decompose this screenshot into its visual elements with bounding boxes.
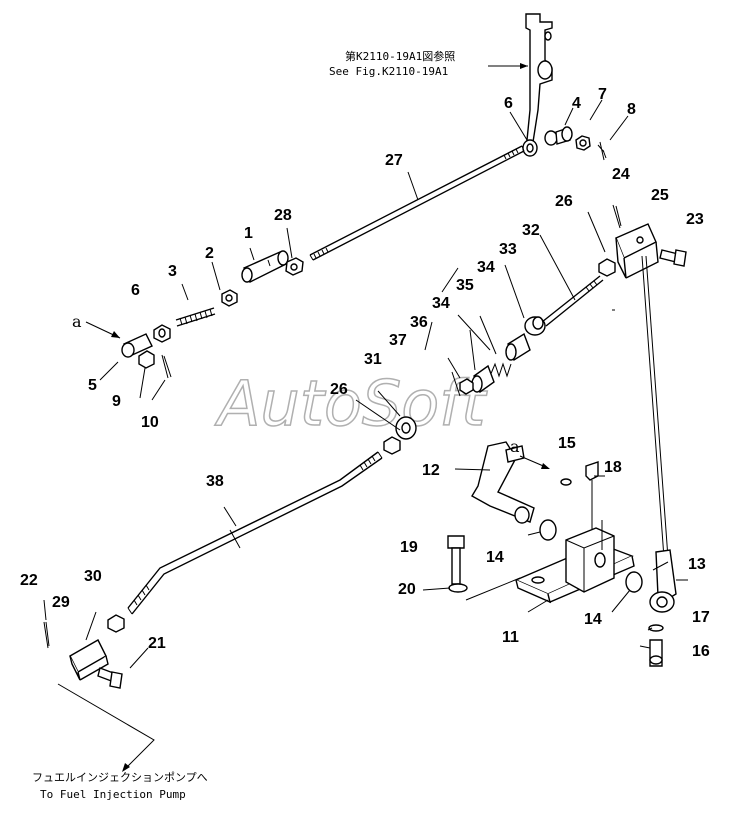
clip-15 bbox=[560, 478, 572, 486]
part-label-23: 23 bbox=[686, 211, 704, 228]
part-label-12: 12 bbox=[422, 462, 440, 479]
part-label-35: 35 bbox=[456, 277, 474, 294]
part-label-13: 13 bbox=[688, 556, 706, 573]
upper-lever-reference-part bbox=[525, 13, 553, 143]
clevis-29 bbox=[69, 639, 109, 681]
nut-26-upper bbox=[598, 258, 616, 277]
part-label-25: 25 bbox=[651, 187, 669, 204]
bolt-21 bbox=[97, 667, 123, 689]
part-label-18: 18 bbox=[604, 459, 622, 476]
part-label-36: 36 bbox=[410, 314, 428, 331]
nut-7 bbox=[575, 135, 591, 151]
part-label-17: 17 bbox=[692, 609, 710, 626]
part-label-21: 21 bbox=[148, 635, 166, 652]
part-label-34-upper: 34 bbox=[477, 259, 495, 276]
rod-32 bbox=[541, 275, 604, 327]
cotter-pin-24 bbox=[612, 204, 622, 229]
rod-38 bbox=[127, 451, 383, 615]
top-reference-jp: 第K2110-19A1図参照 bbox=[345, 49, 455, 63]
bolt-19 bbox=[447, 535, 465, 585]
cotter-pin-10 bbox=[161, 354, 172, 379]
part-label-10: 10 bbox=[141, 414, 159, 431]
part-label-6-top: 6 bbox=[504, 95, 513, 112]
top-reference-arrow bbox=[520, 63, 528, 69]
cotter-pin-22 bbox=[43, 621, 50, 649]
ball-joint-31 bbox=[395, 416, 417, 440]
part-label-15: 15 bbox=[558, 435, 576, 452]
part-label-14-upper: 14 bbox=[486, 549, 504, 566]
bushing-14-upper bbox=[539, 519, 557, 541]
part-label-5: 5 bbox=[88, 377, 97, 394]
part-label-1: 1 bbox=[244, 225, 253, 242]
part-label-2: 2 bbox=[205, 245, 214, 262]
nut-30 bbox=[107, 614, 125, 633]
part-label-16: 16 bbox=[692, 643, 710, 660]
nut-33 bbox=[524, 316, 546, 336]
view-marker-center: a bbox=[510, 437, 520, 456]
bushing-14-lower bbox=[625, 571, 643, 593]
bracket-11 bbox=[514, 527, 635, 604]
collar-34-upper bbox=[505, 332, 531, 362]
view-arrow-left-head bbox=[111, 331, 120, 338]
part-label-26-upper: 26 bbox=[555, 193, 573, 210]
bolt-4 bbox=[544, 126, 573, 146]
watermark: AutoSoft bbox=[214, 367, 488, 440]
pump-leader-arrow bbox=[122, 763, 130, 772]
pin-37 bbox=[451, 371, 461, 397]
bottom-reference-en: To Fuel Injection Pump bbox=[40, 788, 186, 801]
bolt-16 bbox=[649, 639, 663, 667]
part-label-33: 33 bbox=[499, 241, 517, 258]
part-label-37: 37 bbox=[389, 332, 407, 349]
part-label-30: 30 bbox=[84, 568, 102, 585]
nut-6-left bbox=[153, 324, 171, 343]
part-label-31: 31 bbox=[364, 351, 382, 368]
part-label-29: 29 bbox=[52, 594, 70, 611]
part-label-22: 22 bbox=[20, 572, 38, 589]
nut-9 bbox=[138, 350, 155, 369]
bolt-23 bbox=[659, 249, 687, 267]
part-label-19: 19 bbox=[400, 539, 418, 556]
part-label-27: 27 bbox=[385, 152, 403, 169]
bottom-reference-jp: フュエルインジェクションポンプへ bbox=[32, 771, 208, 784]
part-label-3: 3 bbox=[168, 263, 177, 280]
fitting-18 bbox=[585, 461, 599, 540]
part-label-34-lower: 34 bbox=[432, 295, 450, 312]
part-label-28: 28 bbox=[274, 207, 292, 224]
linkage-rod-to-13 bbox=[641, 255, 669, 559]
part-label-38: 38 bbox=[206, 473, 224, 490]
part-label-11: 11 bbox=[502, 629, 519, 646]
pump-leader-line bbox=[57, 683, 155, 771]
nut-28 bbox=[285, 257, 304, 276]
part-label-4: 4 bbox=[572, 95, 581, 112]
part-label-6-left: 6 bbox=[131, 282, 140, 299]
nut-36 bbox=[459, 378, 474, 395]
part-label-32: 32 bbox=[522, 222, 540, 239]
spring-35 bbox=[489, 362, 512, 378]
top-reference-en: See Fig.K2110-19A1 bbox=[329, 65, 448, 78]
nut-2 bbox=[221, 289, 238, 307]
part-label-26-lower: 26 bbox=[330, 381, 348, 398]
sleeve-1 bbox=[241, 250, 289, 283]
cotter-pin-8 bbox=[597, 141, 607, 161]
nut-26-lower bbox=[383, 436, 401, 455]
rod-end-5 bbox=[121, 333, 153, 358]
clevis-25 bbox=[615, 223, 659, 279]
view-marker-left: a bbox=[72, 312, 82, 331]
rod-27 bbox=[309, 145, 525, 261]
part-label-9: 9 bbox=[112, 393, 121, 410]
lever-13 bbox=[649, 549, 677, 613]
view-arrow-center-head bbox=[541, 463, 550, 469]
threaded-rod-3 bbox=[175, 307, 216, 327]
part-label-20: 20 bbox=[398, 581, 416, 598]
nut-6-top bbox=[522, 139, 538, 157]
washer-20 bbox=[448, 583, 468, 593]
part-label-8: 8 bbox=[627, 101, 636, 118]
part-label-7: 7 bbox=[598, 86, 607, 103]
lever-12 bbox=[471, 441, 535, 524]
part-label-14-lower: 14 bbox=[584, 611, 602, 628]
washer-17 bbox=[648, 624, 664, 632]
part-label-24: 24 bbox=[612, 166, 630, 183]
